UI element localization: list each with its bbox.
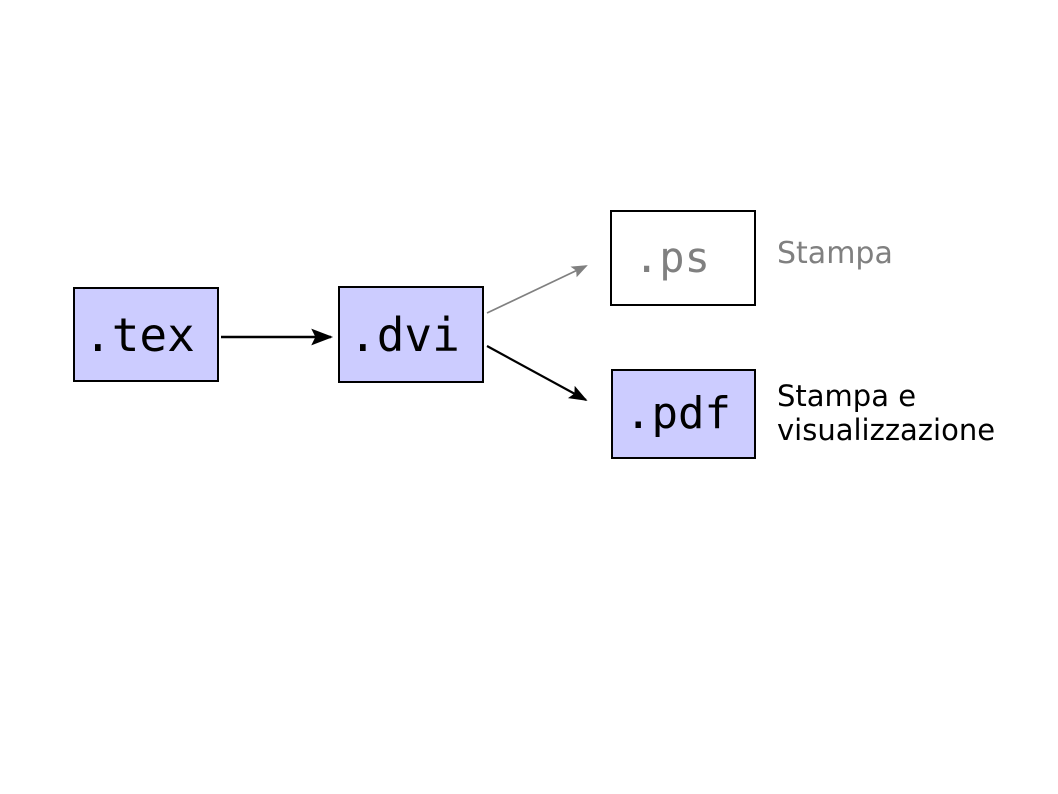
node-pdf-label: .pdf: [625, 388, 731, 439]
edge-dvi-to-pdf: [486, 345, 588, 401]
edge-dvi-to-ps: [486, 265, 588, 314]
node-ps[interactable]: .ps: [610, 210, 756, 306]
annotation-stampa: Stampa: [777, 236, 893, 271]
node-tex-label: .tex: [84, 307, 195, 362]
node-tex[interactable]: .tex: [73, 287, 219, 382]
node-dvi-label: .dvi: [349, 307, 460, 362]
node-pdf[interactable]: .pdf: [611, 369, 756, 459]
annotation-stampa-visualizzazione: Stampa e visualizzazione: [777, 379, 996, 448]
node-dvi[interactable]: .dvi: [338, 286, 484, 383]
node-ps-label: .ps: [634, 233, 710, 282]
